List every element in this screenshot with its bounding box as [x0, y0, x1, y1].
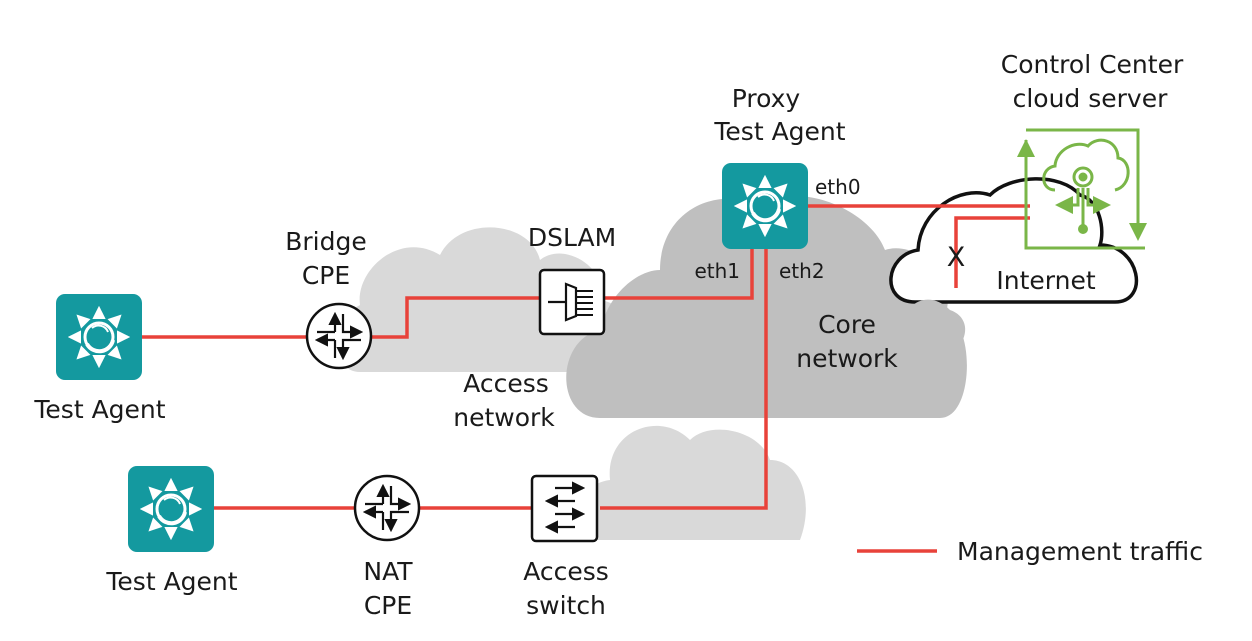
control-center-label-line1: Control Center [1001, 50, 1184, 79]
blocked-marker: X [947, 242, 966, 273]
legend-label: Management traffic [957, 537, 1203, 566]
management-traffic-lines [140, 204, 1030, 510]
bridge-cpe-label-line2: CPE [302, 261, 350, 290]
test-agent-icon [722, 163, 808, 249]
bridge-cpe[interactable] [307, 304, 371, 368]
proxy-test-agent-label-line2: Test Agent [713, 117, 845, 146]
link-bridgecpe-dslam [370, 296, 540, 339]
interface-eth0-label: eth0 [815, 175, 861, 199]
test-agent-bottom[interactable] [128, 466, 214, 552]
core-network-label-line2: network [796, 344, 898, 373]
cloud-server-icon [1017, 128, 1147, 250]
dslam-label: DSLAM [528, 223, 616, 252]
control-center-label-line2: cloud server [1013, 84, 1169, 113]
nat-cpe-label-line1: NAT [363, 557, 413, 586]
access-network-label-line1: Access [463, 369, 549, 398]
interface-eth1-label: eth1 [694, 259, 740, 283]
access-network-cloud-bottom [573, 425, 806, 540]
internet-label: Internet [996, 266, 1095, 295]
proxy-test-agent[interactable] [722, 163, 808, 249]
access-switch[interactable] [530, 474, 599, 543]
link-dslam-proxy-eth1 [605, 245, 754, 300]
core-cloud-overlap [900, 299, 966, 345]
switch-icon [530, 474, 599, 543]
test-agent-bottom-label: Test Agent [105, 567, 237, 596]
nat-cpe-label-line2: CPE [364, 591, 412, 620]
test-agent-icon [56, 294, 142, 380]
dslam-icon [538, 268, 606, 336]
control-center-cloud-server[interactable] [1017, 128, 1147, 250]
legend: Management traffic [857, 537, 1203, 566]
link-proxy-eth2-switch [600, 245, 768, 510]
nat-cpe[interactable] [355, 476, 419, 540]
bridge-cpe-label-line1: Bridge [285, 227, 367, 256]
router-icon [307, 304, 371, 368]
proxy-test-agent-label-line1: Proxy [732, 84, 801, 113]
dslam[interactable] [538, 268, 606, 336]
core-network-label-line1: Core [818, 310, 876, 339]
access-switch-label-line1: Access [523, 557, 609, 586]
link-blocked-internet [954, 216, 1030, 288]
internet-cloud [889, 177, 1139, 304]
test-agent-icon [128, 466, 214, 552]
test-agent-top-label: Test Agent [33, 395, 165, 424]
access-network-label-line2: network [453, 403, 555, 432]
interface-eth2-label: eth2 [779, 259, 825, 283]
test-agent-top[interactable] [56, 294, 142, 380]
router-icon [355, 476, 419, 540]
access-switch-label-line2: switch [526, 591, 606, 620]
